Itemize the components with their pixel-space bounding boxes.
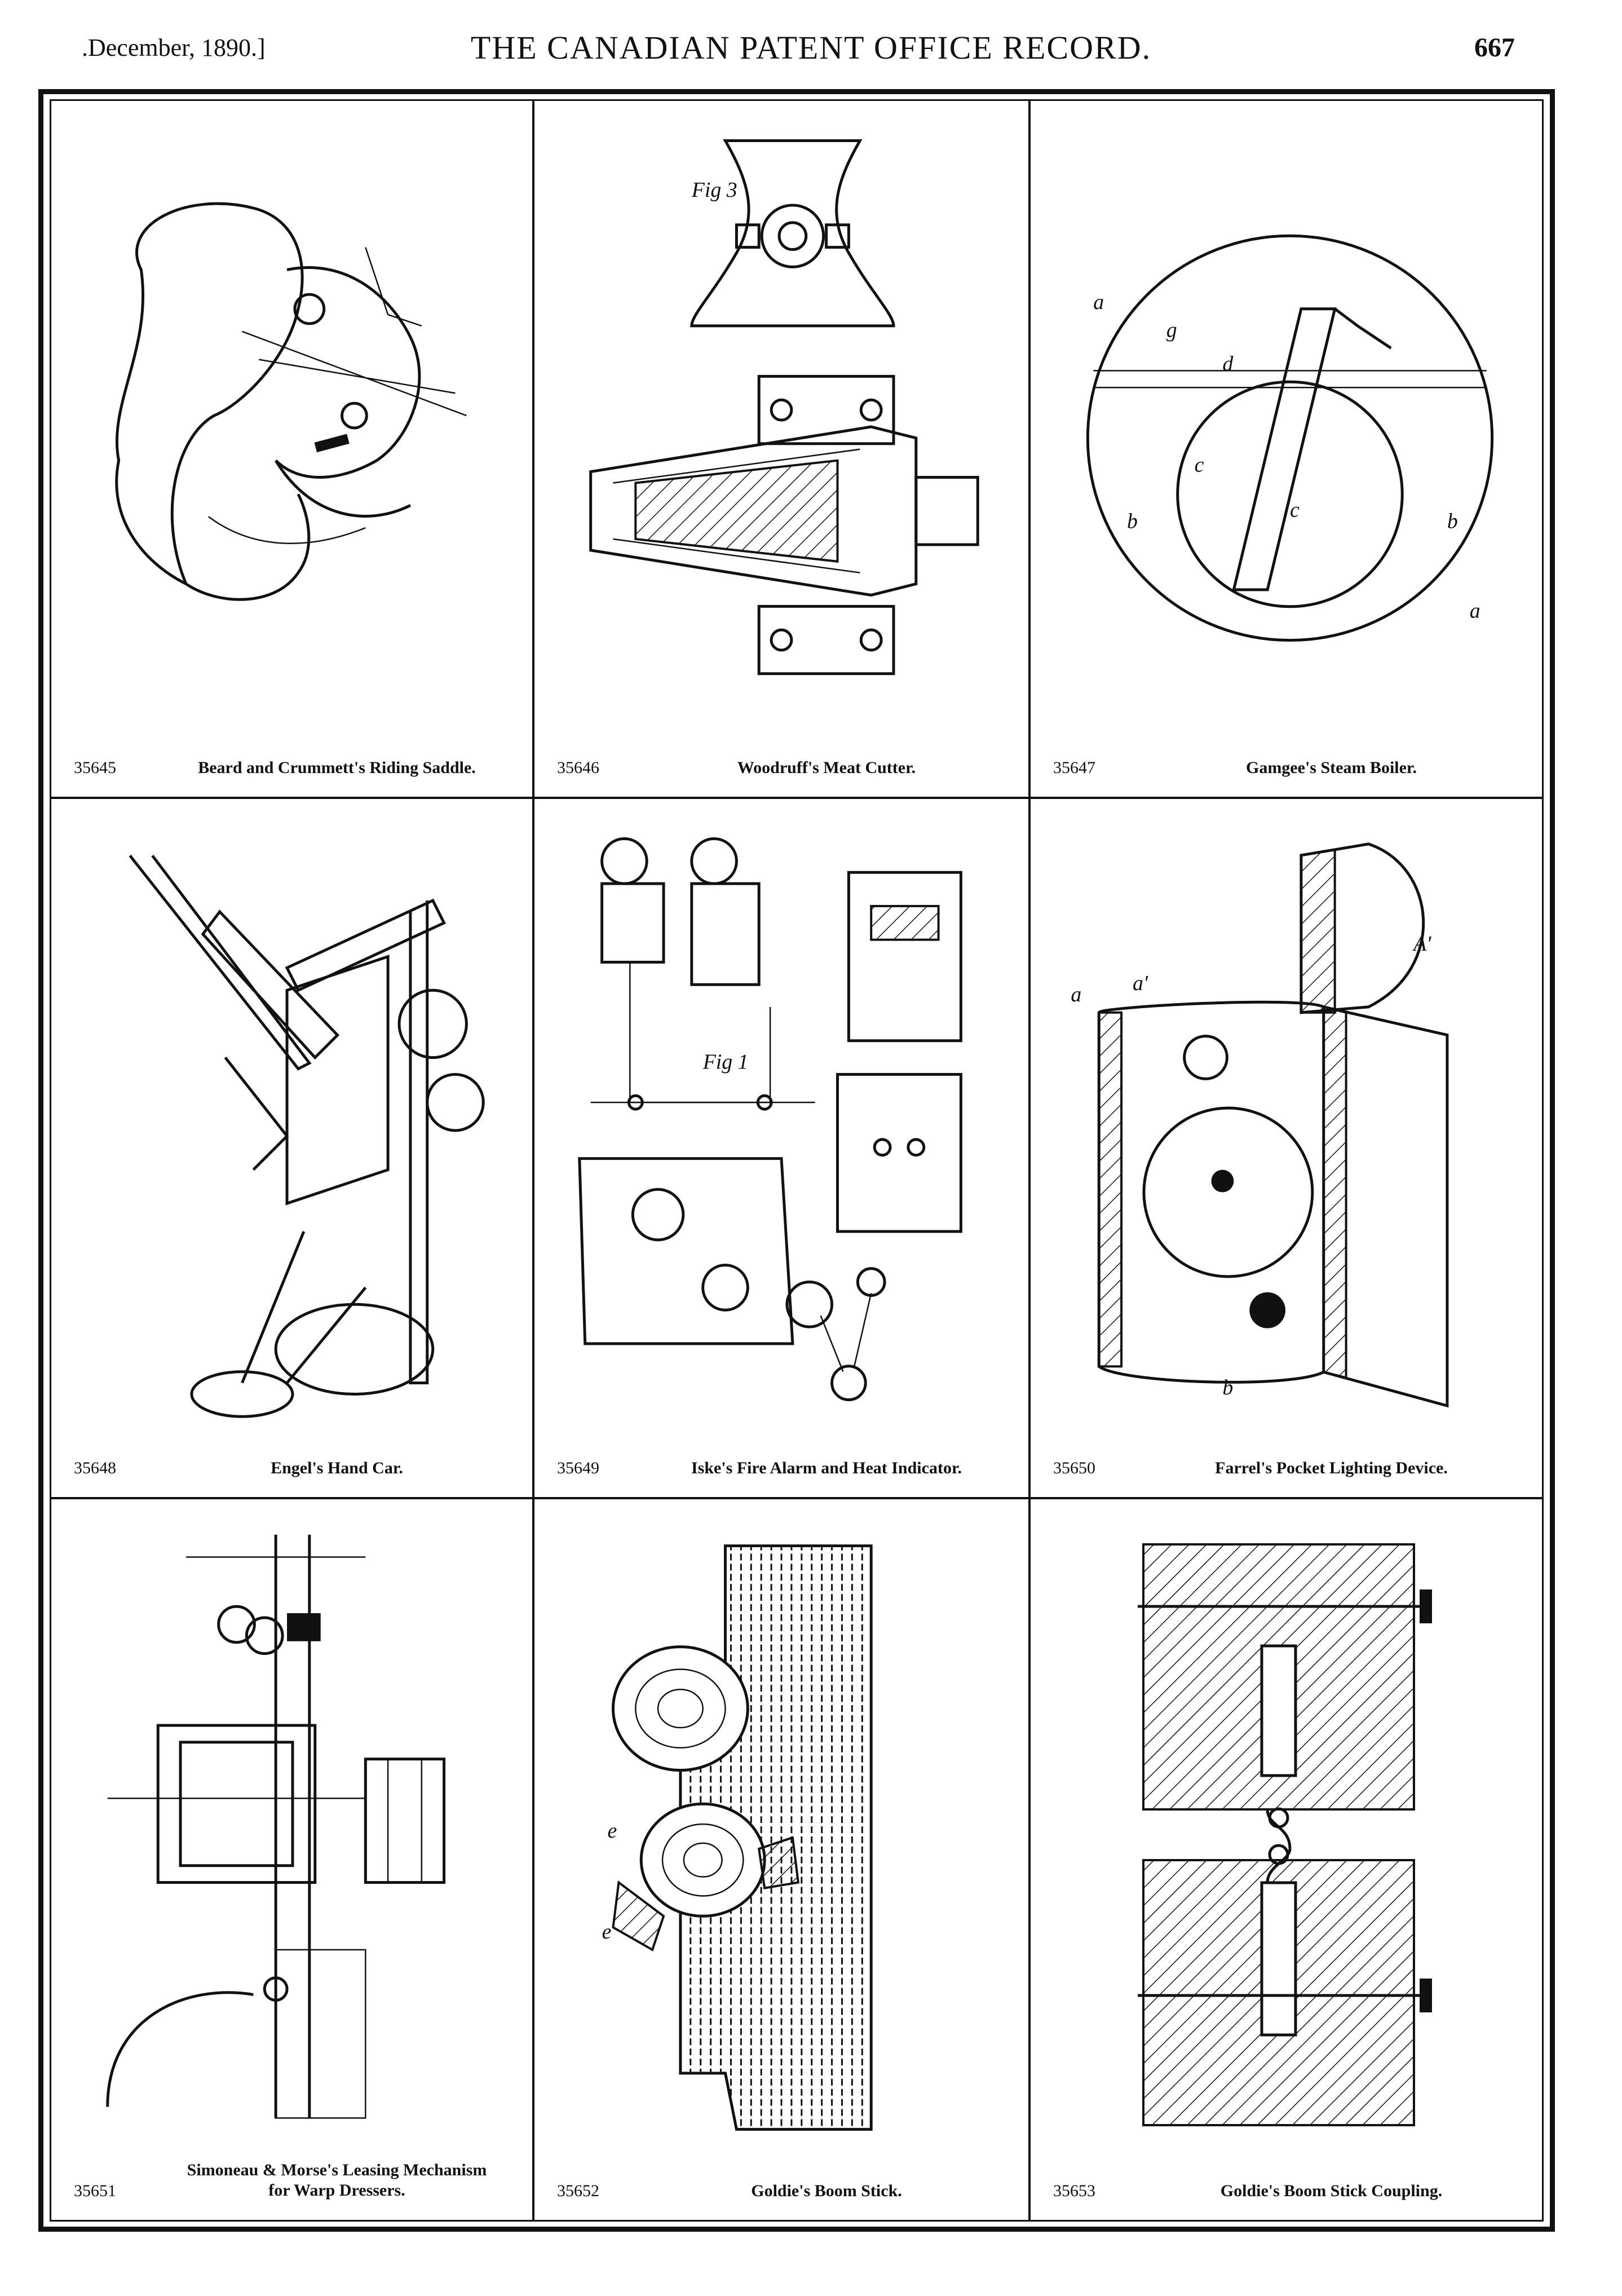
patent-cell: 35645 Beard and Crummett's Riding Saddle… — [51, 101, 534, 799]
patent-title: Iske's Fire Alarm and Heat Indicator. — [691, 1459, 962, 1477]
svg-text:b: b — [1447, 509, 1458, 533]
patent-title: Gamgee's Steam Boiler. — [1245, 758, 1417, 777]
page-number: 667 — [1474, 33, 1515, 63]
patent-number: 35647 — [1053, 758, 1095, 777]
patent-caption: 35645 Beard and Crummett's Riding Saddle… — [74, 747, 521, 781]
patent-number: 35652 — [557, 2182, 599, 2200]
publication-title: THE CANADIAN PATENT OFFICE RECORD. — [470, 29, 1152, 66]
patent-number: 35653 — [1053, 2182, 1095, 2200]
patent-cell: Fig 3 35646 Woodruff's Meat Cutter. — [534, 101, 1031, 799]
patent-caption: 35651 Simoneau & Morse's Leasing Mechani… — [74, 2153, 521, 2204]
svg-text:e: e — [608, 1819, 617, 1843]
boom-stick-coupling-figure — [1053, 1522, 1519, 2147]
patent-number: 35645 — [74, 758, 116, 777]
fig-label: Fig 3 — [691, 178, 737, 202]
patent-number: 35649 — [557, 1459, 599, 1477]
steam-boiler-figure: a g d c c b b a — [1053, 123, 1519, 723]
patent-title: Goldie's Boom Stick Coupling. — [1220, 2182, 1443, 2200]
svg-text:a: a — [1093, 290, 1104, 314]
svg-text:g: g — [1166, 319, 1177, 342]
leasing-mechanism-figure — [74, 1522, 510, 2147]
outer-border — [38, 89, 1555, 2232]
meat-cutter-figure: Fig 3 — [557, 123, 1006, 723]
patent-number: 35650 — [1053, 1459, 1095, 1477]
patent-number: 35651 — [74, 2182, 116, 2200]
patent-title: Simoneau & Morse's Leasing Mechanism for… — [153, 2160, 521, 2201]
svg-text:d: d — [1222, 352, 1234, 376]
patent-cell: 35653 Goldie's Boom Stick Coupling. — [1031, 1499, 1542, 2220]
patent-caption: 35649 Iske's Fire Alarm and Heat Indicat… — [557, 1447, 1017, 1481]
riding-saddle-figure — [74, 123, 510, 723]
patent-cell: 35648 Engel's Hand Car. — [51, 799, 534, 1499]
patent-cell: Fig 1 35649 Iske's Fire Alarm and Heat I… — [534, 799, 1031, 1499]
svg-text:b: b — [1127, 509, 1138, 533]
pocket-lighting-device-figure: A' a a' b — [1053, 822, 1519, 1424]
patent-caption: 35647 Gamgee's Steam Boiler. — [1053, 747, 1531, 781]
patent-cell: e e 35652 Goldie's Boom Stick. — [534, 1499, 1031, 2220]
svg-text:b: b — [1222, 1376, 1233, 1399]
svg-text:a: a — [1071, 983, 1081, 1006]
hand-car-figure — [74, 822, 510, 1424]
patent-figure-grid: 35645 Beard and Crummett's Riding Saddle… — [51, 101, 1542, 2220]
svg-text:c: c — [1195, 453, 1204, 477]
patent-title: Beard and Crummett's Riding Saddle. — [198, 758, 476, 777]
patent-title: Woodruff's Meat Cutter. — [737, 758, 916, 777]
svg-text:c: c — [1290, 498, 1300, 522]
patent-caption: 35646 Woodruff's Meat Cutter. — [557, 747, 1017, 781]
patent-title: Farrel's Pocket Lighting Device. — [1215, 1459, 1448, 1477]
page-header: .December, 1890.] THE CANADIAN PATENT OF… — [0, 23, 1622, 73]
fig-label: Fig 1 — [702, 1050, 749, 1074]
boom-stick-figure: e e — [557, 1522, 1006, 2147]
patent-title: Goldie's Boom Stick. — [751, 2182, 902, 2200]
patent-caption: 35652 Goldie's Boom Stick. — [557, 2170, 1017, 2204]
issue-date: .December, 1890.] — [82, 34, 266, 61]
fig-label: A' — [1412, 932, 1431, 956]
svg-text:a: a — [1470, 599, 1480, 623]
inner-border — [50, 99, 1544, 2222]
patent-title-line1: Simoneau & Morse's Leasing Mechanism — [187, 2161, 487, 2179]
patent-number: 35646 — [557, 758, 599, 777]
svg-text:e: e — [602, 1920, 612, 1944]
patent-cell: A' a a' b 35650 Farrel's Pocket Lighting… — [1031, 799, 1542, 1499]
svg-text:a': a' — [1133, 972, 1148, 995]
patent-caption: 35653 Goldie's Boom Stick Coupling. — [1053, 2170, 1531, 2204]
patent-cell: a g d c c b b a 35647 Gamgee's Steam Boi… — [1031, 101, 1542, 799]
patent-cell: 35651 Simoneau & Morse's Leasing Mechani… — [51, 1499, 534, 2220]
patent-caption: 35648 Engel's Hand Car. — [74, 1447, 521, 1481]
patent-number: 35648 — [74, 1459, 116, 1477]
fire-alarm-figure: Fig 1 — [557, 822, 1006, 1424]
patent-caption: 35650 Farrel's Pocket Lighting Device. — [1053, 1447, 1531, 1481]
patent-title: Engel's Hand Car. — [271, 1459, 403, 1477]
patent-title-line2: for Warp Dressers. — [268, 2181, 405, 2200]
